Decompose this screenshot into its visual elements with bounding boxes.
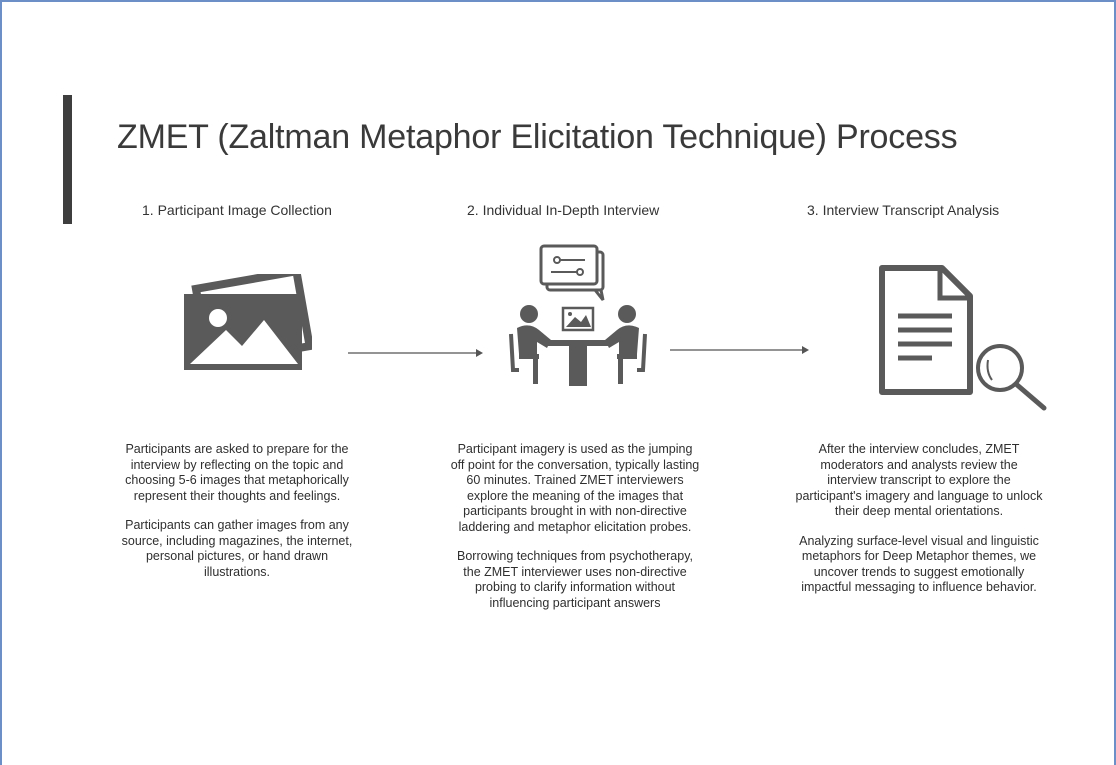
step-2-paragraph-1: Participant imagery is used as the jumpi… (450, 442, 700, 534)
interview-icon (509, 244, 647, 386)
image-gallery-icon (184, 274, 312, 370)
document-search-icon (879, 265, 1047, 411)
accent-bar (63, 95, 72, 224)
step-1-paragraph-1: Participants are asked to prepare for th… (125, 442, 349, 503)
step-1-description: Participants are asked to prepare for th… (112, 442, 362, 594)
flow-arrow-2 (670, 346, 809, 354)
step-1-heading: 1. Participant Image Collection (142, 202, 332, 218)
step-3-paragraph-1: After the interview concludes, ZMET mode… (795, 442, 1043, 518)
step-3-paragraph-2: Analyzing surface-level visual and lingu… (799, 533, 1039, 595)
flow-arrow-1 (348, 349, 483, 357)
page-title: ZMET (Zaltman Metaphor Elicitation Techn… (117, 118, 958, 156)
step-3-heading: 3. Interview Transcript Analysis (807, 202, 1000, 218)
step-2-heading: 2. Individual In-Depth Interview (467, 202, 660, 218)
step-1-paragraph-2: Participants can gather images from any … (121, 518, 353, 579)
step-2-description: Participant imagery is used as the jumpi… (450, 442, 700, 625)
step-3-description: After the interview concludes, ZMET mode… (794, 442, 1044, 610)
step-2-paragraph-2: Borrowing techniques from psychotherapy,… (457, 549, 693, 610)
